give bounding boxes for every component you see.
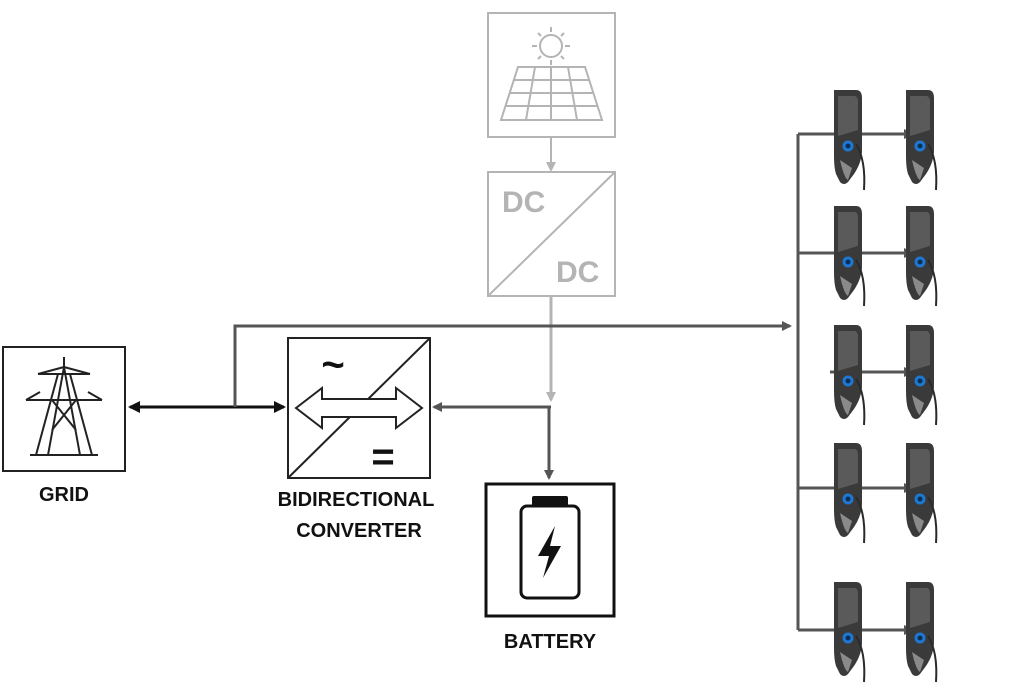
ac-bus-line — [233, 321, 792, 407]
grid-label: GRID — [39, 484, 89, 506]
ev-charger-icon — [905, 205, 938, 307]
battery-icon — [519, 496, 581, 600]
grid-box: GRID — [2, 346, 126, 506]
dcdc-converter-box: DC DC — [487, 171, 616, 297]
battery-box: BATTERY — [484, 482, 616, 653]
ev-charger-icon — [833, 324, 866, 426]
ev-charger-icon — [905, 442, 938, 544]
bidirectional-arrow-icon — [294, 385, 424, 431]
transmission-tower-icon — [25, 357, 103, 456]
ev-charger-icon — [905, 581, 938, 683]
converter-label-line1: BIDIRECTIONAL — [278, 489, 435, 511]
dc-output-label: DC — [556, 256, 599, 289]
converter-label-line2: CONVERTER — [296, 520, 422, 542]
bidirectional-converter-box: ~ = BIDIRECTIONAL CONVERTER — [278, 337, 435, 542]
dc-input-label: DC — [502, 186, 545, 219]
ac-symbol: ~ — [321, 343, 344, 387]
solar-panel-icon — [499, 27, 604, 121]
ev-charger-icon — [833, 205, 866, 307]
ev-charger-icon — [905, 324, 938, 426]
ev-charger-icon — [905, 89, 938, 191]
ev-charger-icon — [833, 581, 866, 683]
ev-charger-icon — [833, 442, 866, 544]
solar-panel-box — [487, 12, 616, 138]
dc-symbol: = — [371, 435, 394, 479]
battery-label: BATTERY — [504, 631, 597, 653]
ev-charger-icon — [833, 89, 866, 191]
charger-array — [796, 89, 938, 683]
